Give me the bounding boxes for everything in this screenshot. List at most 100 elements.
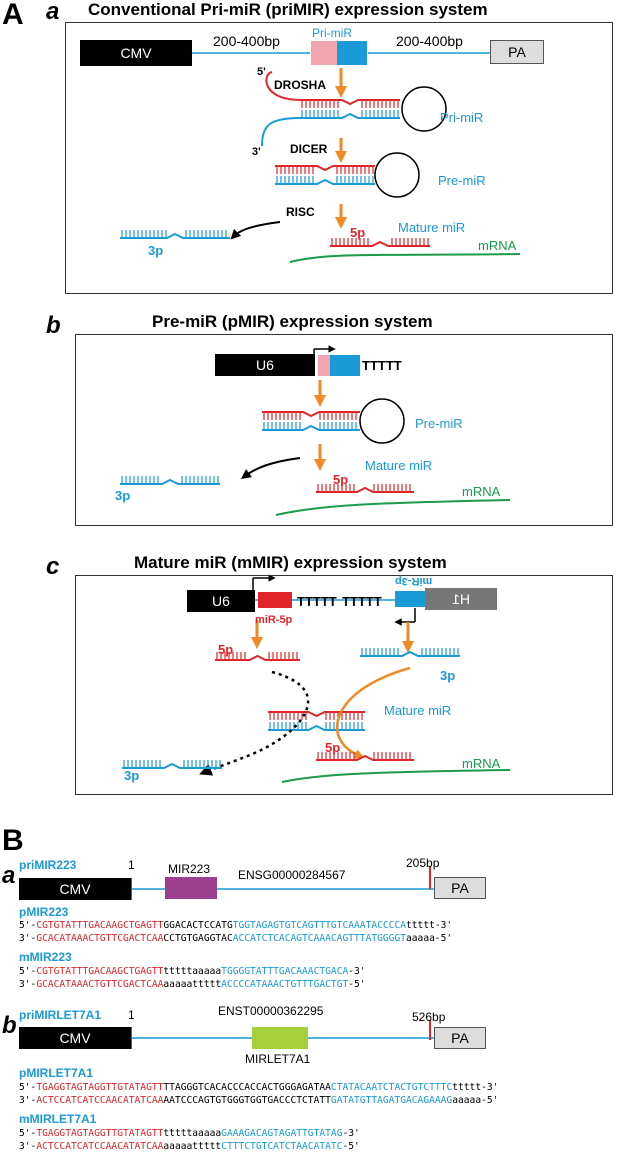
primir-5p-tail — [265, 71, 301, 101]
b-premir-top — [262, 411, 360, 418]
mir223-gene-label: MIR223 — [168, 862, 211, 876]
c-5p-strand — [316, 754, 414, 761]
u6-promoter: U6 — [215, 354, 315, 376]
b-3p-strand-ticks — [121, 476, 219, 484]
mmir223-seq-line1: 5'-CGTGTATTTGACAAGCTGAGTTtttttaaaaaTGGGG… — [19, 966, 366, 977]
mirlet7a1-gene-box — [252, 1027, 308, 1049]
premir-loop — [374, 152, 420, 198]
pos-1-a: 1 — [128, 858, 135, 872]
primir223-label: priMIR223 — [19, 858, 77, 872]
arrow-risc-release — [230, 221, 281, 240]
pmirlet7a1-seq-line1: 5'-TGAGGTAGTAGGTTGTATAGTTTTAGGGTCACACCCA… — [19, 1082, 499, 1093]
panel-Ac-frame — [75, 575, 613, 795]
length-right: 200-400bp — [396, 33, 463, 49]
end-205bp: 205bp — [406, 856, 440, 870]
c-5p-strand-ticks — [317, 752, 411, 760]
risc-label: RISC — [286, 205, 315, 219]
terminator-ttttt-c-rev: TTTTT — [342, 594, 382, 609]
drosha-label: DROSHA — [274, 78, 327, 92]
u6-promoter-c: U6 — [187, 590, 255, 612]
terminator-ttttt-c: TTTTT — [297, 594, 337, 609]
premir-top — [275, 165, 375, 172]
c-mrna — [281, 769, 511, 783]
primir-top-ticks — [301, 100, 399, 108]
dicer-label: DICER — [290, 142, 328, 156]
primir-box-label: Pri-miR — [312, 26, 352, 40]
3p-label-c2: 3p — [124, 768, 140, 783]
panel-Aa-title: Conventional Pri-miR (priMIR) expression… — [88, 0, 488, 19]
5p-label: 5p — [350, 225, 366, 240]
panel-B-letter: B — [2, 824, 24, 857]
pmirlet7a1-label: pMIRLET7A1 — [19, 1066, 94, 1080]
a-3p-strand-ticks — [121, 230, 227, 238]
mmirlet7a1-seq-line1: 5'-TGAGGTAGTAGGTTGTATAGTTtttttaaaaaGAAAG… — [19, 1128, 360, 1139]
panel-Aa-letter: a — [46, 0, 60, 25]
mir5p-label: miR-5p — [255, 614, 293, 626]
mmirlet7a1-label: mMIRLET7A1 — [19, 1112, 97, 1126]
cmv-promoter: CMV — [80, 40, 192, 66]
mir3p-label: miR-3p — [395, 575, 433, 587]
c-dotted-path — [199, 670, 310, 776]
pmir223-seq-line2: 3'-GCACATAAACTGTTCGACTCAACCTGTGAGGTACACC… — [19, 933, 453, 944]
b-premir-top-ticks — [263, 412, 357, 420]
five-prime-label: 5' — [257, 66, 266, 78]
5p-label-b: 5p — [333, 472, 349, 487]
c-3p-free — [360, 650, 460, 657]
panel-Ab-title: Pre-miR (pMIR) expression system — [152, 312, 433, 331]
pmirlet7a1-seq-line2: 3'-ACTCCATCATCCAACATATCAAAATCCCAGTGTGGGT… — [19, 1095, 499, 1106]
mmir223-label: mMIR223 — [19, 950, 72, 964]
mir3p-box — [395, 591, 425, 607]
panel-Aa-frame — [65, 22, 613, 294]
pmir223-seq-line1: 5'-CGTGTATTTGACAAGCTGAGTTGGACACTCCATGTGG… — [19, 920, 453, 931]
a-5p-strand — [330, 240, 430, 247]
c-3p-strand — [122, 762, 222, 769]
primir-bottom-ticks — [301, 110, 399, 118]
mature-mir-label: Mature miR — [398, 220, 466, 235]
5p-label-c: 5p — [218, 642, 234, 657]
primir-label: Pri-miR — [440, 110, 484, 125]
pmir-box-3p — [330, 355, 360, 376]
b-mrna — [275, 499, 511, 516]
pa-signal: PA — [490, 40, 544, 64]
mature-mir-label-b: Mature miR — [365, 458, 433, 473]
premir-label-b: Pre-miR — [415, 416, 463, 431]
primir-top — [300, 99, 400, 106]
premir-label: Pre-miR — [438, 173, 486, 188]
panel-Ac-title: Mature miR (mMIR) expression system — [134, 553, 447, 572]
b-5p-strand-ticks — [317, 484, 411, 492]
b-premir-bottom-ticks — [263, 422, 357, 430]
pa-signal-Ba: PA — [434, 877, 486, 899]
pa-signal-Bb: PA — [434, 1027, 486, 1049]
enst-label: ENST00000362295 — [218, 1004, 324, 1018]
mrna-label-c: mRNA — [462, 756, 501, 771]
a-5p-strand-ticks — [331, 238, 429, 246]
b-premir-loop — [359, 398, 405, 444]
three-prime-label: 3' — [252, 146, 261, 158]
b-5p-strand — [316, 486, 414, 493]
5p-label-c2: 5p — [325, 740, 341, 755]
primir-bottom — [300, 112, 400, 119]
a-3p-strand — [120, 232, 230, 239]
b-3p-strand — [120, 478, 220, 485]
3p-label-b: 3p — [115, 488, 131, 503]
c-3p-free-ticks — [361, 648, 459, 656]
b-release — [240, 457, 301, 479]
b-premir-bottom — [262, 424, 360, 431]
c-orange-curve — [335, 666, 411, 759]
length-left: 200-400bp — [213, 33, 280, 49]
panel-Ba-letter: a — [2, 862, 16, 889]
premir-top-ticks — [276, 166, 374, 174]
mmirlet7a1-seq-line2: 3'-ACTCCATCATCCAACATATCAAaaaaatttttCTTTC… — [19, 1141, 360, 1152]
terminator-ttttt: TTTTT — [362, 358, 402, 373]
pos-1-b: 1 — [128, 1008, 135, 1022]
primirlet7a1-label: priMIRLET7A1 — [19, 1008, 102, 1022]
c-3p-strand-ticks — [123, 760, 221, 768]
mirlet7a1-gene-label: MIRLET7A1 — [245, 1052, 311, 1066]
panel-A-letter: A — [2, 0, 24, 31]
ensg-label: ENSG00000284567 — [238, 868, 346, 882]
cmv-promoter-Bb: CMV — [19, 1027, 131, 1049]
primir-3p-tail — [261, 117, 301, 147]
mrna-label-b: mRNA — [462, 484, 501, 499]
mir223-gene-box — [165, 877, 217, 899]
